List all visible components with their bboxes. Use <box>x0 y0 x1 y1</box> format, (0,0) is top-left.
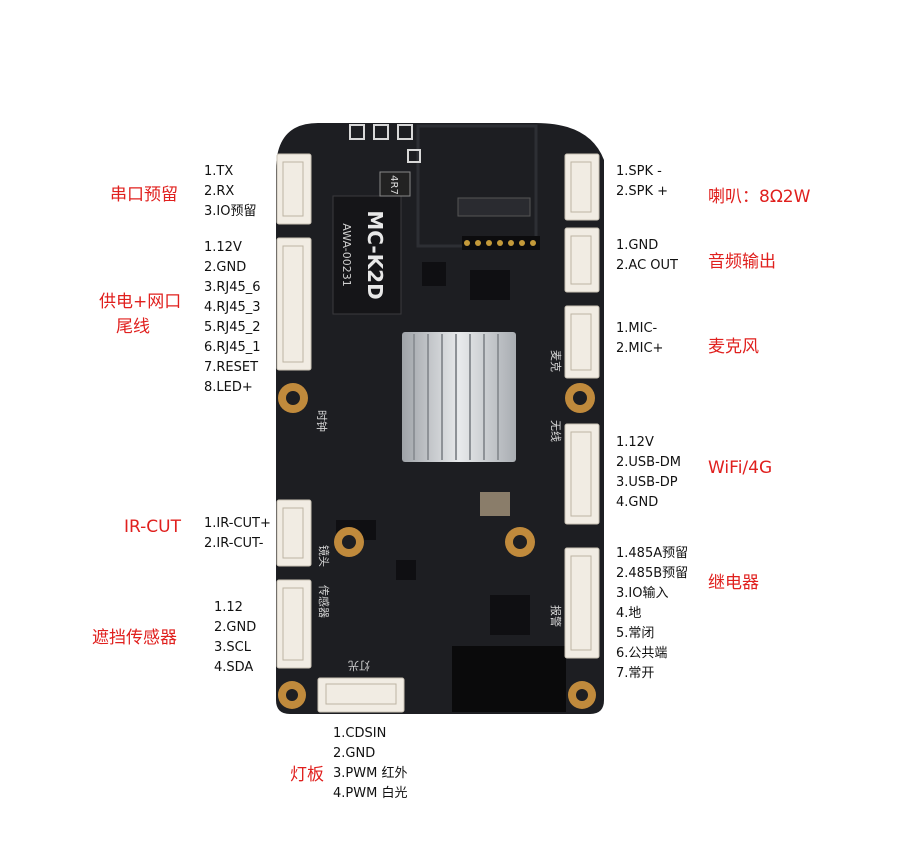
light-title: 灯板 <box>290 765 324 785</box>
pin: 3.SCL <box>214 640 251 655</box>
power-net-title: 供电+网口 <box>99 292 182 312</box>
heatsink <box>402 332 516 462</box>
pin: 1.CDSIN <box>333 726 387 741</box>
connector-mic <box>564 305 600 379</box>
pin: 2.SPK + <box>616 184 669 199</box>
pin: 1.SPK - <box>616 164 662 179</box>
pin: 3.IO预留 <box>204 204 257 219</box>
pin: 2.IR-CUT- <box>204 536 264 551</box>
light-pins: 1.CDSIN 2.GND 3.PWM 红外 4.PWM 白光 <box>333 724 407 804</box>
pin: 2.USB-DM <box>616 455 682 470</box>
pin: 6.公共端 <box>616 646 668 661</box>
pin: 7.RESET <box>204 360 259 375</box>
power-net-pins: 1.12V 2.GND 3.RJ45_6 4.RJ45_3 5.RJ45_2 6… <box>204 238 261 398</box>
pin: 2.GND <box>214 620 257 635</box>
power-net-title-line2: 尾线 <box>116 317 150 337</box>
pin: 3.PWM 红外 <box>333 766 408 781</box>
silk-light: 灯光 <box>348 659 370 673</box>
connector-power-net <box>276 237 312 371</box>
wifi-title: WiFi/4G <box>708 458 773 478</box>
pin: 1.GND <box>616 238 659 253</box>
silk-code: AWA-00231 <box>340 223 353 286</box>
mic-pins: 1.MIC- 2.MIC+ <box>616 319 663 359</box>
ircut-title: IR-CUT <box>124 517 181 537</box>
wifi-pins: 1.12V 2.USB-DM 3.USB-DP 4.GND <box>616 433 681 513</box>
uart-pins: 1.TX 2.RX 3.IO预留 <box>204 162 256 222</box>
pin: 2.MIC+ <box>616 341 664 356</box>
pin: 4.PWM 白光 <box>333 786 408 801</box>
pin: 2.GND <box>333 746 376 761</box>
uart-title: 串口预留 <box>110 185 178 205</box>
pin: 2.RX <box>204 184 235 199</box>
pin: 6.RJ45_1 <box>204 340 261 355</box>
audio-out-title: 音频输出 <box>708 252 776 272</box>
pin: 4.RJ45_3 <box>204 300 261 315</box>
pin: 1.12 <box>214 600 243 615</box>
connector-shade <box>276 579 312 669</box>
mic-title: 麦克风 <box>708 337 759 357</box>
pin: 4.地 <box>616 606 642 621</box>
relay-title: 继电器 <box>708 573 759 593</box>
pin: 1.MIC- <box>616 321 658 336</box>
pin: 4.SDA <box>214 660 254 675</box>
pin: 2.GND <box>204 260 247 275</box>
connector-relay <box>564 547 600 659</box>
pin: 5.RJ45_2 <box>204 320 261 335</box>
ircut-pins: 1.IR-CUT+ 2.IR-CUT- <box>204 514 271 554</box>
audio-out-pins: 1.GND 2.AC OUT <box>616 236 678 276</box>
speaker-pins: 1.SPK - 2.SPK + <box>616 162 668 202</box>
pin: 1.IR-CUT+ <box>204 516 271 531</box>
connector-speaker <box>564 153 600 221</box>
pin: 8.LED+ <box>204 380 253 395</box>
pin: 1.TX <box>204 164 234 179</box>
pin: 3.IO输入 <box>616 586 669 601</box>
pin: 1.12V <box>616 435 654 450</box>
silk-sensor: 传感器 <box>317 585 330 618</box>
connector-wifi <box>564 423 600 525</box>
silk-alarm: 报警 <box>549 605 563 627</box>
connector-audio-out <box>564 227 600 293</box>
pin: 3.RJ45_6 <box>204 280 261 295</box>
silk-wireless: 无线 <box>549 420 563 442</box>
silk-inductor: 4R7 <box>388 175 399 195</box>
connector-light <box>317 677 405 713</box>
relay-pins: 1.485A预留 2.485B预留 3.IO输入 4.地 5.常闭 6.公共端 … <box>616 544 688 684</box>
connector-ircut <box>276 499 312 567</box>
pin: 7.常开 <box>616 666 655 681</box>
pin: 1.485A预留 <box>616 546 689 561</box>
silk-lens: 镜头 <box>317 545 331 567</box>
silk-model: MC-K2D <box>363 210 387 299</box>
shade-title: 遮挡传感器 <box>92 628 177 648</box>
silk-mic: 麦克 <box>549 350 562 372</box>
shade-pins: 1.12 2.GND 3.SCL 4.SDA <box>214 598 256 678</box>
pin: 1.12V <box>204 240 242 255</box>
pin: 3.USB-DP <box>616 475 678 490</box>
pin: 2.AC OUT <box>616 258 678 273</box>
pin: 5.常闭 <box>616 626 655 641</box>
pin: 4.GND <box>616 495 659 510</box>
speaker-title: 喇叭：8Ω2W <box>708 187 811 207</box>
pin: 2.485B预留 <box>616 566 689 581</box>
silk-clock: 时钟 <box>315 410 329 432</box>
connector-uart <box>276 153 312 225</box>
